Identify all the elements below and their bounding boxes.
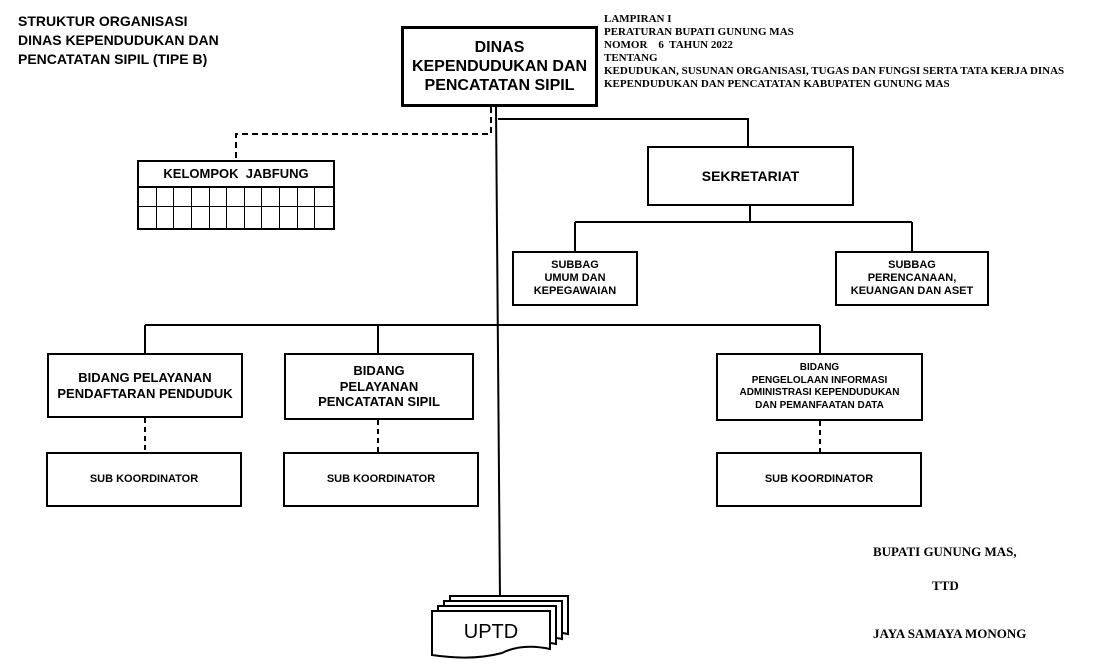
node-bidang-pencatatan: BIDANG PELAYANAN PENCATATAN SIPIL [284,353,474,420]
node-sub-koordinator-3: SUB KOORDINATOR [716,452,922,507]
solid-connectors [144,106,913,601]
subbag-umum-line-2: UMUM DAN [544,271,606,284]
uptd-shape [431,595,569,659]
sekretariat-label: SEKRETARIAT [701,167,800,184]
lampiran-line-3: NOMOR 6 TAHUN 2022 [604,39,733,51]
bidang-pencatatan-line-3: PENCATATAN SIPIL [318,394,440,410]
signature-ttd: TTD [932,578,959,593]
uptd-label: UPTD [463,620,519,643]
node-bidang-pendaftaran: BIDANG PELAYANAN PENDAFTARAN PENDUDUK [47,353,243,418]
node-sub-koordinator-1: SUB KOORDINATOR [46,452,242,507]
node-sekretariat: SEKRETARIAT [647,146,854,206]
bidang-informasi-line-1: BIDANG [799,362,840,373]
node-subbag-perencanaan: SUBBAG PERENCANAAN, KEUANGAN DAN ASET [835,251,989,306]
node-dinas: DINAS KEPENDUDUKAN DAN PENCATATAN SIPIL [401,26,598,107]
subbag-perencanaan-line-3: KEUANGAN DAN ASET [850,285,974,298]
node-uptd: UPTD [432,614,550,650]
lampiran-line-1: LAMPIRAN I [604,13,672,25]
node-bidang-informasi: BIDANG PENGELOLAAN INFORMASI ADMINISTRAS… [716,353,923,421]
title-line-3: PENCATATAN SIPIL (TIPE B) [18,51,208,67]
lampiran-line-4: TENTANG [604,52,658,64]
sub-koordinator-1-label: SUB KOORDINATOR [89,472,199,485]
subbag-perencanaan-line-2: PERENCANAAN, [867,271,957,284]
node-sub-koordinator-2: SUB KOORDINATOR [283,452,479,507]
bidang-pendaftaran-line-1: BIDANG PELAYANAN [78,369,212,385]
bidang-pencatatan-line-1: BIDANG [353,363,405,379]
bidang-pendaftaran-line-2: PENDAFTARAN PENDUDUK [57,385,233,401]
dinas-line-1: DINAS [474,38,525,56]
jabfung-grid [137,186,335,230]
bidang-pencatatan-line-2: PELAYANAN [339,378,419,394]
lampiran-line-6: KEPENDUDUKAN DAN PENCATATAN KABUPATEN GU… [604,78,950,90]
bidang-informasi-line-3: ADMINISTRASI KEPENDUDUKAN [739,387,900,398]
signature-name: JAYA SAMAYA MONONG [873,626,1027,641]
sub-koordinator-2-label: SUB KOORDINATOR [326,472,436,485]
dashed-connectors-subkoor [144,418,821,452]
node-subbag-umum: SUBBAG UMUM DAN KEPEGAWAIAN [512,251,638,306]
bidang-informasi-line-2: PENGELOLAAN INFORMASI [751,374,888,386]
subbag-umum-line-1: SUBBAG [551,258,599,271]
dinas-line-2: KEPENDUDUKAN DAN [411,57,588,75]
subbag-umum-line-3: KEPEGAWAIAN [533,285,617,298]
lampiran-header: LAMPIRAN I PERATURAN BUPATI GUNUNG MAS N… [604,13,1064,91]
sub-koordinator-3-label: SUB KOORDINATOR [764,472,874,485]
title-line-2: DINAS KEPENDUDUKAN DAN [18,32,219,48]
dashed-connector-jabfung [235,107,492,160]
jabfung-label: KELOMPOK JABFUNG [163,166,309,182]
lampiran-line-5: KEDUDUKAN, SUSUNAN ORGANISASI, TUGAS DAN… [604,65,1065,77]
subbag-perencanaan-line-1: SUBBAG [888,258,936,271]
title-line-1: STRUKTUR ORGANISASI [18,13,188,29]
lampiran-line-2: PERATURAN BUPATI GUNUNG MAS [604,26,794,38]
signature-title: BUPATI GUNUNG MAS, [873,544,1017,559]
node-kelompok-jabfung: KELOMPOK JABFUNG [137,160,335,188]
bidang-informasi-line-4: DAN PEMANFAATAN DATA [755,399,884,411]
document-title: STRUKTUR ORGANISASI DINAS KEPENDUDUKAN D… [18,12,219,69]
dinas-line-3: PENCATATAN SIPIL [424,77,575,95]
